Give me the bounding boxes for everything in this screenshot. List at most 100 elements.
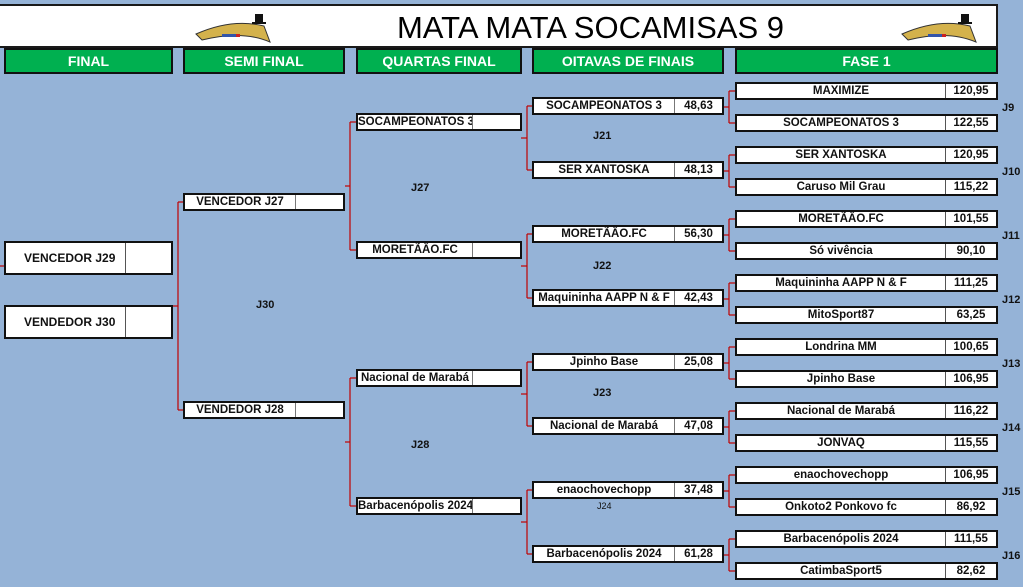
team-score (472, 499, 520, 513)
team-name: VENCEDOR J29 (24, 251, 116, 265)
fase1-match-row: SOCAMPEONATOS 3 122,55 (735, 114, 998, 132)
game-label: J30 (256, 299, 275, 311)
team-name: MAXIMIZE (737, 84, 946, 98)
game-label: J10 (1002, 166, 1021, 178)
game-label: J11 (1002, 230, 1020, 242)
header-final: FINAL (4, 48, 173, 74)
team-name: Maquininha AAPP N & F (538, 292, 670, 304)
team-name: Barbacenópolis 2024 (358, 500, 472, 512)
final-match-row: VENCEDOR J29 (4, 241, 173, 275)
team-name: SOCAMPEONATOS 3 (737, 116, 946, 130)
fase1-match-row: Jpinho Base 106,95 (735, 370, 998, 388)
team-name: VENDEDOR J30 (24, 315, 116, 329)
team-name: enaochovechopp (556, 484, 652, 496)
team-name: VENCEDOR J27 (196, 196, 284, 208)
fase1-match-row: Onkoto2 Ponkovo fc 86,92 (735, 498, 998, 516)
team-name: Barbacenópolis 2024 (737, 532, 946, 546)
team-score: 106,95 (953, 373, 989, 385)
team-name: MitoSport87 (737, 308, 946, 322)
team-name: JONVAQ (737, 436, 946, 450)
game-label: J12 (1002, 294, 1021, 306)
team-score: 63,25 (956, 309, 986, 321)
team-name: Maquininha AAPP N & F (737, 276, 946, 290)
fase1-match-row: Barbacenópolis 2024 111,55 (735, 530, 998, 548)
team-name: SER XANTOSKA (558, 164, 650, 176)
team-score: 120,95 (953, 85, 989, 97)
quartas-match-row: Barbacenópolis 2024 (356, 497, 522, 515)
team-score (125, 307, 171, 337)
semi-match-row: VENCEDOR J27 (183, 193, 345, 211)
team-score: 101,55 (953, 213, 989, 225)
logo-icon (901, 14, 977, 43)
quartas-match-row: MORETÃÂO.FC (356, 241, 522, 259)
team-name: MORETÃÂO.FC (561, 228, 647, 240)
team-score (295, 195, 343, 209)
game-label: J23 (593, 387, 612, 399)
quartas-match-row: Nacional de Marabá (356, 369, 522, 387)
team-score (472, 371, 520, 385)
team-score (125, 243, 171, 273)
fase1-match-row: MitoSport87 63,25 (735, 306, 998, 324)
team-name: Jpinho Base (737, 372, 946, 386)
team-score: 86,92 (956, 501, 986, 513)
game-label: J28 (411, 439, 430, 451)
oitavas-match-row: SER XANTOSKA 48,13 (532, 161, 724, 179)
team-score (472, 243, 520, 257)
game-label: J15 (1002, 486, 1021, 498)
team-name: Só vivência (737, 244, 946, 258)
team-name: enaochovechopp (737, 468, 946, 482)
title-bar: MATA MATA SOCAMISAS 9 (0, 4, 998, 48)
team-name: Londrina MM (737, 340, 946, 354)
game-label: J9 (1002, 102, 1015, 114)
fase1-match-row: MAXIMIZE 120,95 (735, 82, 998, 100)
team-name: Onkoto2 Ponkovo fc (737, 500, 946, 514)
team-name: Nacional de Marabá (360, 372, 469, 384)
team-score: 56,30 (674, 227, 722, 241)
game-label: J13 (1002, 358, 1021, 370)
team-score (295, 403, 343, 417)
team-name: VENDEDOR J28 (196, 404, 284, 416)
team-name: CatimbaSport5 (737, 564, 946, 578)
header-oitavas: OITAVAS DE FINAIS (532, 48, 724, 74)
team-score: 47,08 (674, 419, 722, 433)
team-score: 48,13 (674, 163, 722, 177)
team-score: 61,28 (674, 547, 722, 561)
team-score: 120,95 (953, 149, 989, 161)
fase1-match-row: SER XANTOSKA 120,95 (735, 146, 998, 164)
team-score: 111,55 (954, 533, 988, 545)
game-label: J22 (593, 260, 612, 272)
fase1-match-row: Londrina MM 100,65 (735, 338, 998, 356)
oitavas-match-row: Barbacenópolis 2024 61,28 (532, 545, 724, 563)
logo-icon (195, 14, 271, 43)
fase1-match-row: JONVAQ 115,55 (735, 434, 998, 452)
header-quartas-final: QUARTAS FINAL (356, 48, 522, 74)
team-name: Nacional de Marabá (549, 420, 658, 432)
team-score (472, 115, 520, 129)
oitavas-match-row: MORETÃÂO.FC 56,30 (532, 225, 724, 243)
team-name: Barbacenópolis 2024 (546, 548, 662, 560)
page-title: MATA MATA SOCAMISAS 9 (396, 10, 784, 45)
team-name: MORETÃÂO.FC (372, 244, 458, 256)
team-score: 42,43 (674, 291, 722, 305)
team-score: 115,22 (953, 181, 989, 193)
game-label: J27 (411, 182, 430, 194)
team-score: 122,55 (953, 117, 989, 129)
team-score: 100,65 (953, 341, 989, 353)
oitavas-match-row: Nacional de Marabá 47,08 (532, 417, 724, 435)
game-label: J21 (593, 130, 612, 142)
final-match-row: VENDEDOR J30 (4, 305, 173, 339)
team-score: 115,55 (953, 437, 989, 449)
header-semi-final: SEMI FINAL (183, 48, 345, 74)
team-name: SER XANTOSKA (737, 148, 946, 162)
team-score: 48,63 (674, 99, 722, 113)
